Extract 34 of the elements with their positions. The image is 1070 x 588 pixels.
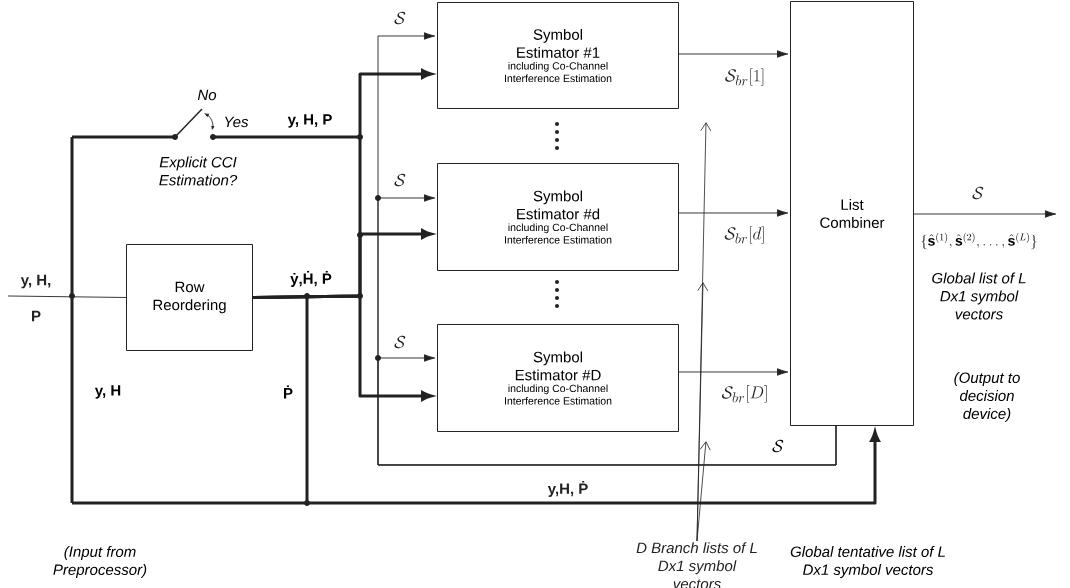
process-box: Symbol Estimator #1 including Co-Channel Interference Estimation xyxy=(437,2,679,109)
edge-label: $\mathcal{S}_{br}[D]$ xyxy=(721,385,767,403)
annotation-text: Global list of L Dx1 symbol vectors xyxy=(932,272,1026,320)
annotation-text: Explicit CCI Estimation? xyxy=(159,156,238,186)
edge-label: $\mathcal{S}$ xyxy=(394,335,406,349)
edge-label: y, H, P xyxy=(20,274,51,322)
signal-label: ẏ,Ḣ, Ṗ xyxy=(290,271,332,287)
annotation-text: Yes xyxy=(225,116,249,128)
arrow xyxy=(678,209,789,217)
arrow xyxy=(678,50,789,58)
arrow xyxy=(913,210,1057,218)
math-symbol: $\mathcal{S}$ xyxy=(772,439,784,453)
signal-label: y, H xyxy=(94,385,121,399)
annotation-text: Global tentative list of L Dx1 symbol vectors xyxy=(790,546,945,578)
signal-line xyxy=(7,295,127,298)
process-box: Symbol Estimator #d including Co-Channel Interference Estimation xyxy=(437,163,679,271)
edge-label: $\mathcal{S}$ xyxy=(972,186,984,200)
annotation-text: No xyxy=(197,89,217,101)
signal-label: Ṗ xyxy=(284,385,293,399)
annotation-text: (Input from Preprocessor) xyxy=(53,546,147,578)
process-box: Symbol Estimator #D including Co-Channel Interference Estimation xyxy=(437,324,679,432)
edge-label: $\mathcal{S}_{br}[d]$ xyxy=(724,226,764,244)
edge-label: $\mathcal{S}_{br}[1]$ xyxy=(725,68,764,86)
arrow xyxy=(678,368,789,376)
edge-label: $\mathcal{S}$ xyxy=(394,173,406,187)
process-box: List Combiner xyxy=(790,1,914,426)
edge-label: y,H, Ṗ xyxy=(547,481,588,497)
edge-label: $\mathcal{S}$ xyxy=(394,11,406,25)
leader-line xyxy=(696,282,709,542)
process-box: Row Reordering xyxy=(126,244,253,351)
arrow xyxy=(377,354,837,466)
leader-line xyxy=(696,441,711,542)
annotation-text: (Output to decision device) xyxy=(954,372,1020,422)
signal-label: y, H, P xyxy=(287,114,332,128)
